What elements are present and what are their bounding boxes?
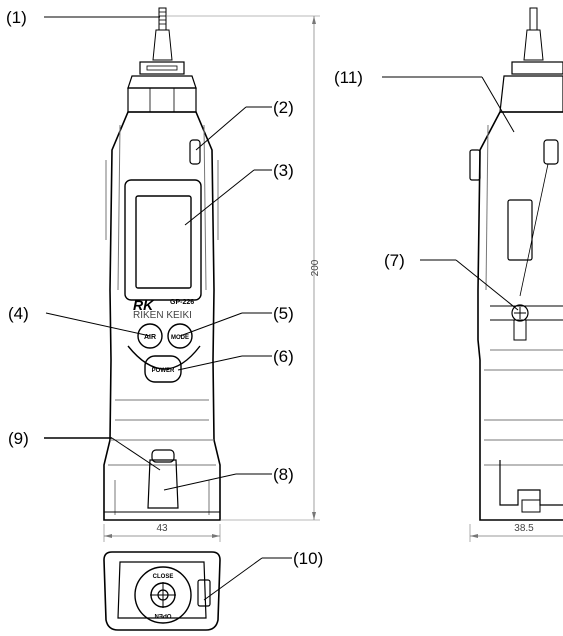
callout-2: (2) xyxy=(273,98,294,117)
sensor-window xyxy=(189,139,201,165)
callout-6: (6) xyxy=(273,347,294,366)
gas-inlet xyxy=(147,459,179,509)
open-label: OPEN xyxy=(154,612,171,618)
callout-5: (5) xyxy=(273,304,294,323)
callout-1: (1) xyxy=(6,8,27,27)
air-button-label: AIR xyxy=(144,334,156,341)
callout-3: (3) xyxy=(273,161,294,180)
brand-subtitle: RIKEN KEIKI xyxy=(133,310,192,321)
callout-10: (10) xyxy=(293,549,323,568)
front-width-dimension: 43 xyxy=(156,523,168,534)
callout-labels: (1) (2) (3) (4) (5) (6) (7) (8) (9) (10)… xyxy=(6,8,405,568)
dimension-lines: 200 43 38.5 xyxy=(103,15,563,542)
air-button[interactable]: AIR xyxy=(137,323,163,349)
model-label: GP-226 xyxy=(170,299,194,306)
bottom-view: CLOSE OPEN xyxy=(103,551,221,631)
top-cap xyxy=(127,87,197,113)
display-frame xyxy=(124,179,202,301)
side-width-dimension: 38.5 xyxy=(514,523,534,534)
clip-screw xyxy=(490,304,563,341)
callout-4: (4) xyxy=(8,304,29,323)
probe xyxy=(139,7,185,75)
callout-7: (7) xyxy=(384,251,405,270)
close-label: CLOSE xyxy=(153,574,174,580)
power-button-label: POWER xyxy=(152,368,175,374)
height-dimension: 200 xyxy=(310,259,321,276)
mode-button[interactable]: MODE xyxy=(167,323,193,349)
callout-11: (11) xyxy=(334,68,363,87)
side-view xyxy=(469,7,563,521)
mode-button-label: MODE xyxy=(171,335,189,341)
callout-8: (8) xyxy=(273,465,294,484)
front-view: RK RIKEN KEIKI GP-226 AIR MODE POWER xyxy=(103,7,221,521)
lcd-screen xyxy=(135,195,192,289)
leader-lines xyxy=(44,16,519,601)
callout-9: (9) xyxy=(8,429,29,448)
power-button[interactable]: POWER xyxy=(144,355,182,383)
brand-logo: RK xyxy=(133,297,154,313)
